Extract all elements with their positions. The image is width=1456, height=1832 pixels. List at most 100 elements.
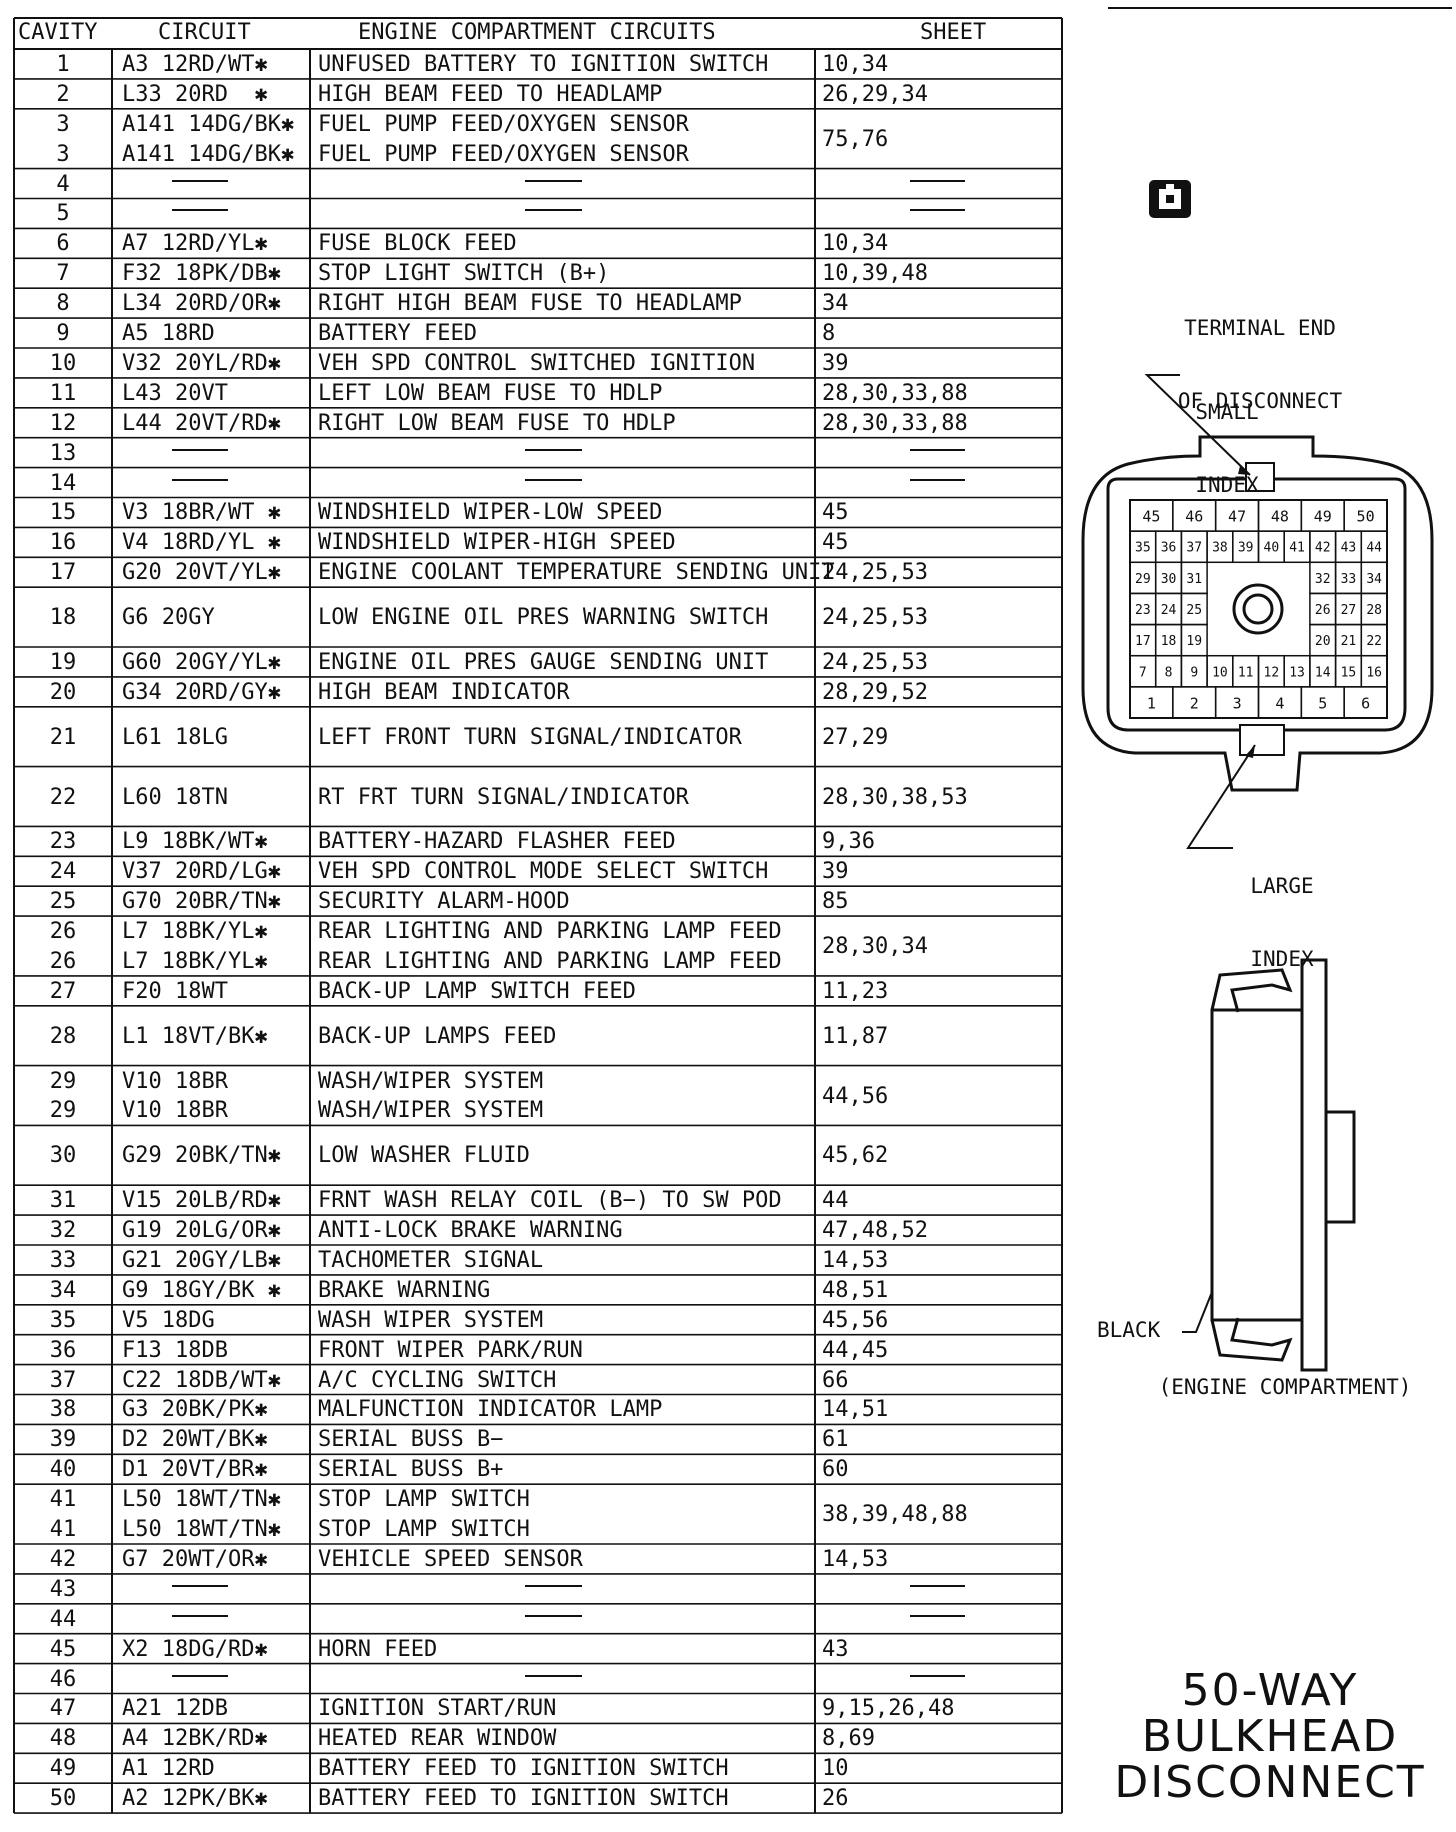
blank-sheet-dash <box>910 448 965 451</box>
cavity-number: 46 <box>49 1666 77 1692</box>
pin-label: 50 <box>1357 508 1375 526</box>
circuit-code: L9 18BK/WT✱ <box>122 829 268 855</box>
pin-label: 42 <box>1315 541 1331 556</box>
sheet-reference: 45 <box>822 530 849 556</box>
small-index-arrowhead <box>1238 466 1250 475</box>
pin-label: 38 <box>1212 541 1228 556</box>
circuit-description: HEATED REAR WINDOW <box>318 1726 557 1752</box>
cavity-number: 16 <box>49 530 77 556</box>
circuit-code: G29 20BK/TN✱ <box>122 1143 281 1169</box>
circuit-code: G60 20GY/YL✱ <box>122 649 281 675</box>
sheet-reference: 39 <box>822 859 849 885</box>
pin-label: 32 <box>1315 572 1331 587</box>
circuit-description: BACK-UP LAMP SWITCH FEED <box>318 978 636 1004</box>
cavity-number: 28 <box>49 1023 77 1049</box>
cavity-number: 6 <box>56 231 70 257</box>
pin-label: 17 <box>1135 634 1151 649</box>
cavity-number: 17 <box>49 560 77 586</box>
circuit-code: L7 18BK/YL✱ <box>122 948 268 974</box>
cavity-number: 14 <box>49 470 77 496</box>
circuit-description: WASH/WIPER SYSTEM <box>318 1098 544 1124</box>
circuit-description: FRNT WASH RELAY COIL (B−) TO SW POD <box>318 1188 782 1214</box>
pin-label: 29 <box>1135 572 1151 587</box>
pin-label: 10 <box>1212 665 1228 680</box>
side-latch-bottom <box>1210 1317 1293 1362</box>
blank-sheet-dash <box>910 478 965 481</box>
center-bolt-outer <box>1232 583 1284 635</box>
circuit-code: G19 20LG/OR✱ <box>122 1218 281 1244</box>
cavity-number: 23 <box>49 829 77 855</box>
sheet-reference: 44,45 <box>822 1337 889 1363</box>
pin-label: 2 <box>1190 694 1199 712</box>
sheet-reference: 61 <box>822 1427 849 1453</box>
sheet-reference: 28,30,34 <box>822 934 928 959</box>
circuit-code: V32 20YL/RD✱ <box>122 350 281 376</box>
sheet-reference: 26,29,34 <box>822 81 928 107</box>
sheet-reference: 85 <box>822 889 849 915</box>
blank-sheet-dash <box>910 179 965 182</box>
pin-label: 18 <box>1161 634 1177 649</box>
sheet-reference: 45,56 <box>822 1307 889 1333</box>
sheet-reference: 48,51 <box>822 1277 889 1303</box>
blank-description-dash <box>525 1674 582 1677</box>
circuit-description: VEH SPD CONTROL SWITCHED IGNITION <box>318 350 756 376</box>
circuit-code: A7 12RD/YL✱ <box>122 231 268 257</box>
sheet-reference: 43 <box>822 1636 849 1662</box>
sheet-reference: 60 <box>822 1457 849 1483</box>
sheet-reference: 24,25,53 <box>822 605 928 631</box>
sheet-reference: 28,30,38,53 <box>822 784 968 810</box>
circuit-description: SERIAL BUSS B− <box>318 1427 504 1453</box>
pin-label: 5 <box>1318 694 1327 712</box>
sheet-reference: 10,39,48 <box>822 261 928 287</box>
blank-circuit-dash <box>172 1614 228 1617</box>
cavity-number: 22 <box>49 784 77 810</box>
cavity-number: 48 <box>49 1726 77 1752</box>
pin-label: 1 <box>1147 694 1156 712</box>
blank-sheet-dash <box>910 1584 965 1587</box>
sheet-reference: 26 <box>822 1786 849 1812</box>
circuit-code: G21 20GY/LB✱ <box>122 1247 281 1273</box>
circuit-code: A141 14DG/BK✱ <box>122 111 295 137</box>
circuit-description: REAR LIGHTING AND PARKING LAMP FEED <box>318 948 782 974</box>
sheet-reference: 66 <box>822 1367 849 1393</box>
header-circuit: CIRCUIT <box>158 20 251 45</box>
pin-label: 9 <box>1190 665 1198 680</box>
cavity-number: 7 <box>56 261 70 287</box>
cavity-number: 47 <box>49 1696 77 1722</box>
side-latch-top <box>1210 968 1293 1013</box>
circuit-description: HORN FEED <box>318 1636 438 1662</box>
circuit-code: G70 20BR/TN✱ <box>122 889 281 915</box>
circuit-code: A5 18RD <box>122 321 215 347</box>
pin-label: 45 <box>1142 508 1160 526</box>
pin-label: 41 <box>1289 541 1305 556</box>
cavity-number: 38 <box>49 1397 77 1423</box>
circuit-code: L61 18LG <box>122 724 228 750</box>
sheet-reference: 10 <box>822 1756 849 1782</box>
circuit-code: A2 12PK/BK✱ <box>122 1786 268 1812</box>
blank-sheet-dash <box>910 209 965 212</box>
terminal-end-label: TERMINAL END OF DISCONNECT <box>1177 316 1343 413</box>
circuit-code: L34 20RD/OR✱ <box>122 291 281 317</box>
sheet-reference: 9,15,26,48 <box>822 1696 955 1722</box>
cavity-number: 37 <box>49 1367 77 1393</box>
icon-connector-symbol <box>1123 155 1192 219</box>
cavity-number: 29 <box>49 1098 77 1124</box>
small-index-leader <box>1144 374 1251 476</box>
circuit-code: F13 18DB <box>122 1337 228 1363</box>
circuit-code: A1 12RD <box>122 1756 215 1782</box>
header-description: ENGINE COMPARTMENT CIRCUITS <box>358 20 716 45</box>
sheet-reference: 28,30,33,88 <box>822 410 968 436</box>
circuit-code: V37 20RD/LG✱ <box>122 859 281 885</box>
circuit-code: F20 18WT <box>122 978 228 1004</box>
cavity-number: 39 <box>49 1427 77 1453</box>
circuit-code: L43 20VT <box>122 380 228 406</box>
pin-label: 21 <box>1341 634 1357 649</box>
blank-sheet-dash <box>910 1614 965 1617</box>
cavity-number: 27 <box>49 978 77 1004</box>
circuit-description: BATTERY FEED TO IGNITION SWITCH <box>318 1756 729 1782</box>
circuit-description: UNFUSED BATTERY TO IGNITION SWITCH <box>318 51 769 77</box>
pin-label: 13 <box>1289 665 1305 680</box>
blank-description-dash <box>525 179 582 182</box>
circuit-description: TACHOMETER SIGNAL <box>318 1247 544 1273</box>
cavity-number: 3 <box>56 111 70 137</box>
